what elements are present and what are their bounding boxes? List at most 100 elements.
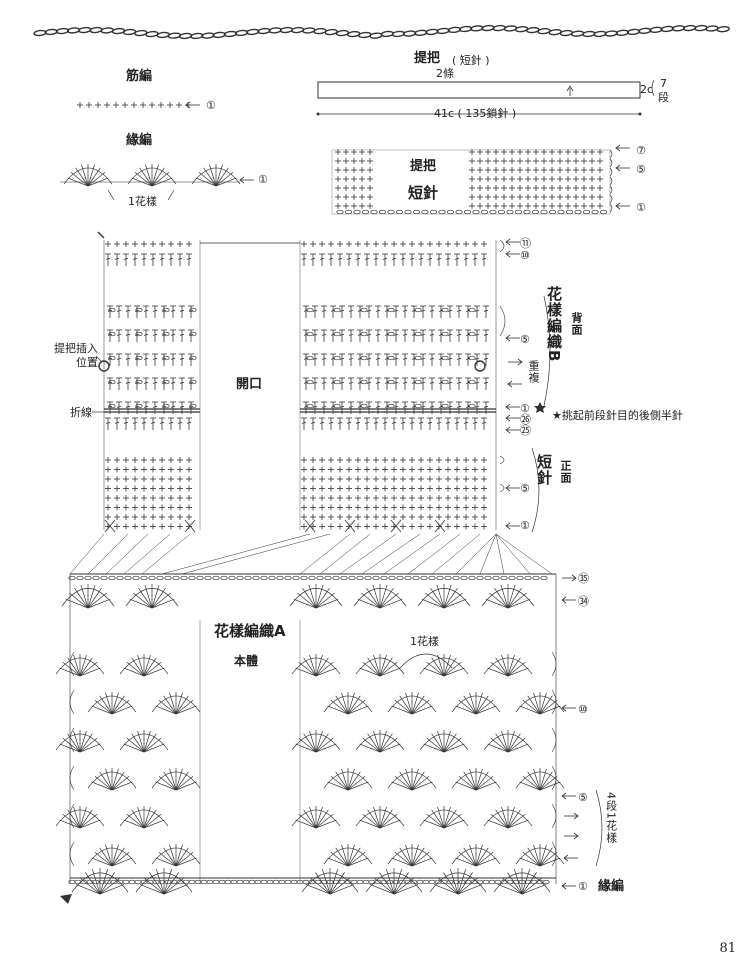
edge-shell <box>215 171 234 187</box>
a-base-chain <box>224 879 232 885</box>
b-dc <box>116 309 122 312</box>
a-shell <box>507 661 526 677</box>
a-chain <box>500 575 508 581</box>
handle-turn <box>609 158 613 168</box>
bottom-edge-shell <box>501 877 523 895</box>
bottom-edge-shell <box>386 869 395 895</box>
b-dc <box>420 333 426 336</box>
top-border-chain <box>447 26 462 34</box>
b-dc <box>134 381 140 384</box>
a-shell <box>87 771 137 789</box>
sc-row5-arrow <box>505 484 511 492</box>
a-shell <box>65 598 89 609</box>
a-base-chain <box>482 879 490 885</box>
a-shell <box>293 598 317 609</box>
a-shell <box>475 775 494 791</box>
a-chain <box>68 575 76 581</box>
b-chain <box>306 355 314 361</box>
a-base-chain <box>152 879 160 885</box>
a-chain <box>308 575 316 581</box>
a-chain <box>268 575 276 581</box>
a-shell <box>507 813 526 829</box>
b-dc <box>384 405 390 408</box>
b-row-10: ⑩ <box>520 249 530 262</box>
b-dc <box>339 333 345 336</box>
handle-row-1: ① <box>636 201 646 214</box>
b-dc <box>337 257 343 260</box>
top-border-chain <box>156 31 170 39</box>
a-base-chain <box>542 879 550 885</box>
b-dc <box>161 405 167 408</box>
b-dc <box>429 357 435 360</box>
a-base-chain <box>170 879 178 885</box>
b-dc <box>303 381 309 384</box>
a-shell <box>151 592 171 609</box>
a-chain <box>436 575 444 581</box>
handle-turn <box>609 185 613 195</box>
transition-line <box>431 533 481 575</box>
top-border-chain <box>313 27 327 35</box>
top-border-chain <box>638 27 652 35</box>
bottom-edge-shell <box>521 884 547 895</box>
b-dc <box>454 421 460 424</box>
a-chain <box>204 575 212 581</box>
handle-row7-arrow <box>615 144 621 152</box>
b-dc <box>159 421 165 424</box>
transition-line <box>299 533 351 575</box>
a-shell <box>426 813 445 829</box>
bottom-edge-shell <box>493 872 551 893</box>
a-shell <box>539 857 561 867</box>
a-shell <box>323 695 373 713</box>
a-chain <box>468 575 476 581</box>
b-dc <box>150 421 156 424</box>
b-dc <box>339 381 345 384</box>
b-dc <box>170 405 176 408</box>
top-border-chain <box>358 31 372 39</box>
handle-base-chain <box>582 209 591 215</box>
b-dc <box>402 309 408 312</box>
top-border-chain <box>201 32 215 39</box>
b-dc <box>179 333 185 336</box>
a-chain <box>516 575 524 581</box>
a-shell <box>507 743 529 753</box>
a-chain <box>428 575 436 581</box>
a-pattern-bracket <box>399 653 453 669</box>
b-row25-arrow <box>505 426 511 434</box>
a-chain <box>172 575 180 581</box>
top-border-chain <box>178 32 193 40</box>
b-chain <box>414 307 422 313</box>
a-shell <box>426 737 445 753</box>
b-dc <box>447 405 453 408</box>
b-dc <box>384 309 390 312</box>
b-chain <box>333 355 341 361</box>
a-shell <box>507 584 516 609</box>
b-chain <box>441 379 449 385</box>
bottom-edge-shell <box>433 884 459 895</box>
a-shell <box>91 781 113 791</box>
a-shell <box>55 733 105 751</box>
b-dc <box>188 381 194 384</box>
a-shell <box>458 775 477 791</box>
handle-base-chain <box>591 209 599 215</box>
a-base-chain <box>338 879 346 885</box>
b-dc <box>463 421 469 424</box>
a-turn <box>69 689 75 715</box>
a-base-chain <box>314 879 322 885</box>
b-dc <box>116 357 122 360</box>
a-shell <box>151 598 175 609</box>
top-border-chain <box>458 25 473 33</box>
handle-base-chain <box>489 209 497 215</box>
a-chain <box>380 575 388 581</box>
bottom-edge-shell <box>329 877 351 895</box>
b-chain <box>333 379 341 385</box>
bottom-edge-shell <box>92 869 101 895</box>
transition-line <box>141 533 191 575</box>
a-shell <box>330 699 349 715</box>
a-repeat-arrow <box>573 832 579 840</box>
b-dc <box>303 309 309 312</box>
a-base-chain <box>422 879 430 885</box>
a-shell <box>522 699 541 715</box>
a-shell <box>425 592 445 609</box>
b-dc <box>188 309 194 312</box>
a-shell <box>111 851 130 867</box>
